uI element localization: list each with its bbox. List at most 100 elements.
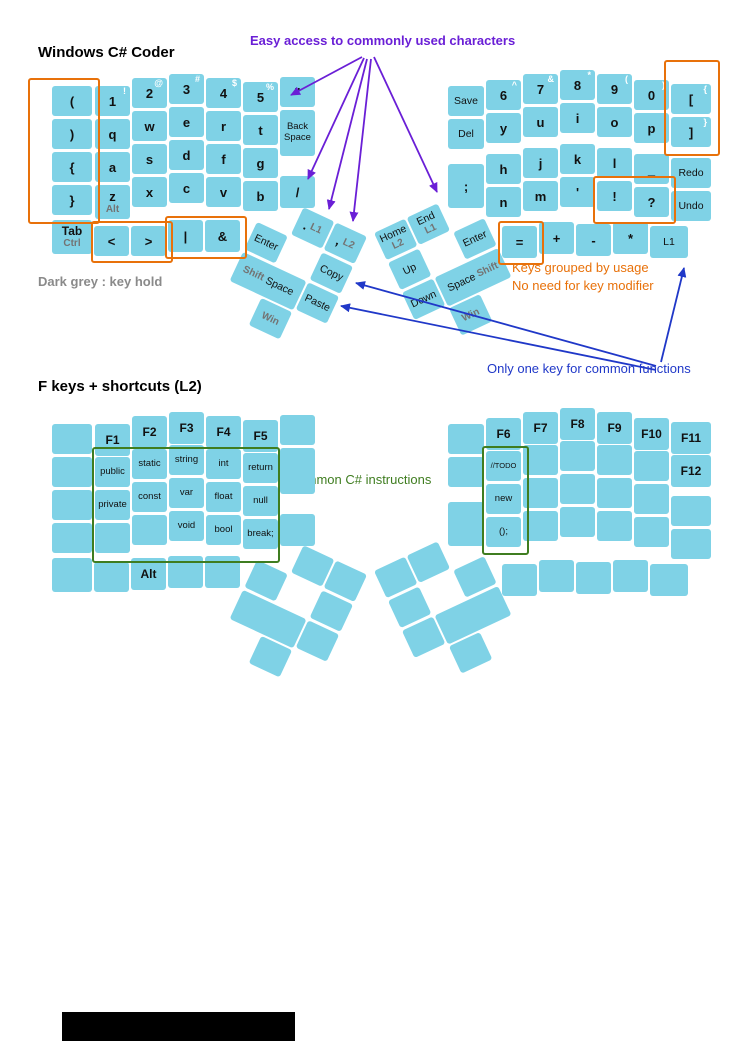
key-label: 9 xyxy=(610,81,619,97)
key-blank xyxy=(168,556,203,588)
key-label: 7 xyxy=(536,81,545,97)
shift-label: ) xyxy=(662,80,665,90)
key-label: string xyxy=(174,454,199,466)
key-label: float xyxy=(214,491,233,503)
key-label: static xyxy=(138,458,161,470)
key-1: !1 xyxy=(95,86,130,116)
key-g: g xyxy=(243,148,278,178)
key-label: q xyxy=(108,126,117,142)
key-s: s xyxy=(132,144,167,174)
key-label: F3 xyxy=(179,421,194,435)
key-i: i xyxy=(560,103,595,133)
key-label: c xyxy=(182,180,191,196)
key-label: F6 xyxy=(496,427,511,441)
key-w: w xyxy=(132,111,167,141)
key-blank xyxy=(560,474,595,504)
key-blank xyxy=(52,424,92,454)
key-x: x xyxy=(132,177,167,207)
key-label: F7 xyxy=(533,421,548,435)
key-label: Space xyxy=(445,270,478,295)
key-label: ? xyxy=(647,194,656,210)
key-blank xyxy=(52,558,92,592)
key-float: float xyxy=(206,482,241,512)
key-label: " xyxy=(294,84,301,100)
key-blank xyxy=(95,523,130,553)
key-f8: F8 xyxy=(560,408,595,440)
key-label: public xyxy=(100,466,125,478)
key-var: var xyxy=(169,478,204,508)
annotation-dark-grey-note: Dark grey : key hold xyxy=(38,274,163,289)
shift-label: } xyxy=(703,117,707,127)
key-blank xyxy=(560,441,595,471)
key-label: F5 xyxy=(253,429,268,443)
key-label: r xyxy=(220,118,227,134)
key-label: v xyxy=(219,184,228,200)
key-label: F9 xyxy=(607,421,622,435)
shift-label: % xyxy=(265,82,274,92)
arrow-blue xyxy=(660,267,687,363)
key-0: )0 xyxy=(634,80,669,110)
hold-label: L2 xyxy=(340,236,357,252)
key-label: _ xyxy=(647,161,656,177)
key-private: private xyxy=(95,490,130,520)
key-label: Up xyxy=(400,260,419,278)
shift-label: { xyxy=(703,84,707,94)
key-8: *8 xyxy=(560,70,595,100)
key-blank xyxy=(523,478,558,508)
key-blank xyxy=(634,517,669,547)
key-label: Copy xyxy=(317,262,346,284)
key-symbol: }] xyxy=(671,117,711,147)
key-label: ] xyxy=(688,124,694,140)
hold-label: L1 xyxy=(423,221,439,237)
key-blank xyxy=(634,451,669,481)
key-label: f xyxy=(221,151,226,167)
key-null: null xyxy=(243,486,278,516)
key-r: r xyxy=(206,111,241,141)
key-symbol: } xyxy=(52,185,92,215)
key-f3: F3 xyxy=(169,412,204,444)
key-6: ^6 xyxy=(486,80,521,110)
annotation-grouped-line1: Keys grouped by usage xyxy=(512,260,649,275)
key-label: { xyxy=(69,159,75,175)
key-label: Enter xyxy=(252,231,281,254)
key-f7: F7 xyxy=(523,412,558,444)
key-k: k xyxy=(560,144,595,174)
shift-label: ^ xyxy=(511,80,517,90)
key-symbol: { xyxy=(52,152,92,182)
key-9: (9 xyxy=(597,74,632,104)
key-label: ! xyxy=(612,188,617,204)
key-5: %5 xyxy=(243,82,278,112)
key-blank xyxy=(523,511,558,541)
key-blank xyxy=(613,560,648,592)
key-symbol: = xyxy=(502,226,537,258)
key-symbol: {[ xyxy=(671,84,711,114)
key-label: void xyxy=(177,520,196,532)
key-blank xyxy=(671,496,711,526)
hold-label: Ctrl xyxy=(63,238,81,249)
key-label: Enter xyxy=(460,227,489,250)
key-label: F10 xyxy=(641,427,662,441)
key-f2: F2 xyxy=(132,416,167,448)
key-label: 2 xyxy=(145,85,154,101)
key-back-space: Back Space xyxy=(280,110,315,156)
shift-label: ! xyxy=(123,86,126,96)
arrow-purple xyxy=(326,58,368,210)
key-h: h xyxy=(486,154,521,184)
key-blank xyxy=(448,502,484,546)
key-label: e xyxy=(182,114,191,130)
key-new: new xyxy=(486,484,521,514)
key-blank xyxy=(539,560,574,592)
key-label: //TODO xyxy=(490,461,517,471)
key-f10: F10 xyxy=(634,418,669,450)
key-label: * xyxy=(627,230,634,246)
key-blank xyxy=(597,478,632,508)
key-label: z xyxy=(109,188,116,204)
key-label: (); xyxy=(499,526,508,538)
key-blank xyxy=(280,448,315,494)
key-label: o xyxy=(610,114,619,130)
key-d: d xyxy=(169,140,204,170)
key-todo: //TODO xyxy=(486,451,521,481)
key-label: 3 xyxy=(182,81,191,97)
